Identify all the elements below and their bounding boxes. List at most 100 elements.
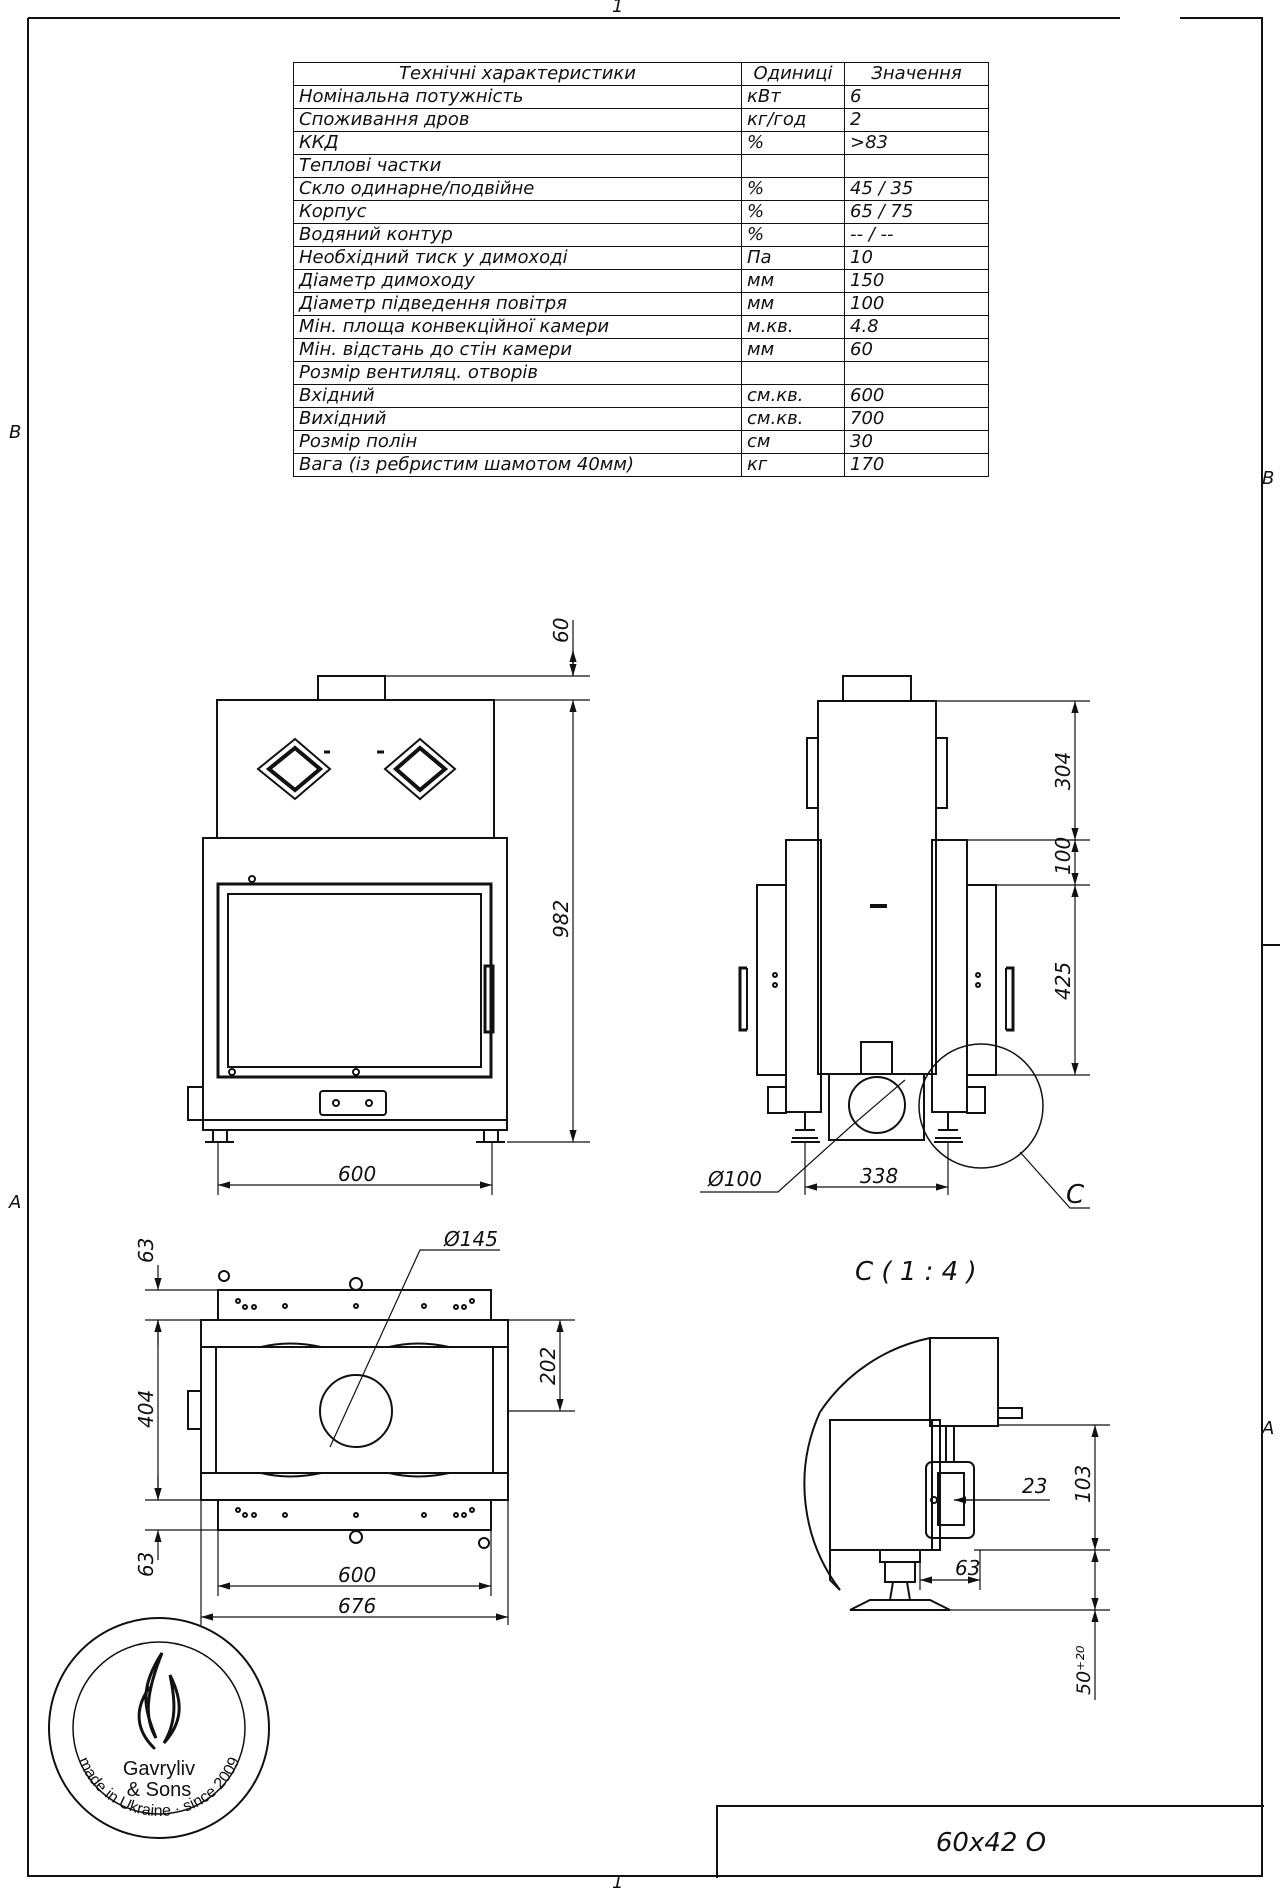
spec-cell-value: 65 / 75 [844,200,989,224]
spec-cell-unit [741,154,845,178]
spec-cell-value: 10 [844,246,989,270]
spec-cell-unit: см.кв. [741,407,845,431]
spec-cell-unit [741,361,845,385]
dim-detail-103: 103 [1071,1465,1095,1503]
side-dimensions [700,700,1090,1209]
sheet-frame [27,17,1280,1877]
spec-cell-unit: % [741,223,845,247]
detail-c-dimensions [919,1424,1110,1700]
spec-cell-value: 45 / 35 [844,177,989,201]
spec-cell-name: Необхідний тиск у димоході [293,246,742,270]
spec-cell-name: Діаметр димоходу [293,269,742,293]
dim-detail-63: 63 [955,1556,980,1580]
spec-row: Корпус%65 / 75 [293,200,989,224]
spec-cell-value: 150 [844,269,989,293]
spec-cell-name: Корпус [293,200,742,224]
spec-cell-name: Розмір полін [293,430,742,454]
spec-header-value: Значення [844,62,989,86]
dim-side-100: 100 [1051,837,1075,875]
front-dimensions [217,620,590,1195]
dim-top-flue-diameter: Ø145 [443,1227,498,1251]
brand-logo: Gavryliv & Sons made in Ukraine · since … [48,1617,270,1839]
spec-cell-name: Мін. відстань до стін камери [293,338,742,362]
spec-cell-unit: м.кв. [741,315,845,339]
top-dimensions [145,1249,575,1625]
spec-cell-unit: мм [741,292,845,316]
spec-table: Технічні характеристики Одиниці Значення… [293,62,989,477]
zone-label-top: 1 [612,0,624,17]
spec-cell-unit: кг [741,453,845,477]
spec-cell-name: Мін. площа конвекційної камери [293,315,742,339]
dim-side-304: 304 [1051,752,1075,790]
dim-top-offset-upper: 63 [134,1238,158,1263]
dim-front-top-offset: 60 [549,618,573,643]
spec-cell-value: 2 [844,108,989,132]
model-title: 60x42 O [935,1827,1047,1858]
dim-side-width: 338 [860,1164,898,1188]
spec-cell-name: Споживання дров [293,108,742,132]
spec-cell-unit: см.кв. [741,384,845,408]
spec-cell-unit: Па [741,246,845,270]
spec-cell-value: 30 [844,430,989,454]
title-block: 60x42 O [716,1805,1264,1878]
spec-row: ККД%>83 [293,131,989,155]
spec-cell-name: Скло одинарне/подвійне [293,177,742,201]
spec-cell-value: >83 [844,131,989,155]
dim-top-depth: 404 [134,1390,158,1428]
spec-row: Скло одинарне/подвійне%45 / 35 [293,177,989,201]
dim-front-height: 982 [549,900,573,938]
zone-label-left-b: B [9,422,22,443]
dim-detail-23: 23 [1022,1474,1047,1498]
top-view [187,1270,509,1549]
spec-cell-name: Розмір вентиляц. отворів [293,361,742,385]
spec-cell-value: 700 [844,407,989,431]
spec-row: Теплові частки [293,154,989,178]
detail-c-view [803,1337,1023,1611]
spec-cell-value: -- / -- [844,223,989,247]
brand-line-2: & Sons [127,1779,191,1801]
spec-header-unit: Одиниці [741,62,845,86]
dim-detail-leg: 50⁺²⁰ [1073,1645,1095,1695]
spec-row: Розмір вентиляц. отворів [293,361,989,385]
spec-cell-value: 170 [844,453,989,477]
zone-label-left-a: A [9,1192,22,1213]
spec-cell-unit: % [741,177,845,201]
spec-cell-value: 600 [844,384,989,408]
spec-cell-unit: мм [741,338,845,362]
dim-top-offset-lower: 63 [134,1552,158,1577]
spec-cell-name: Вхідний [293,384,742,408]
side-view [738,675,1044,1169]
spec-cell-value: 6 [844,85,989,109]
spec-cell-value: 60 [844,338,989,362]
spec-cell-unit: % [741,131,845,155]
spec-cell-name: Водяний контур [293,223,742,247]
spec-cell-unit: кВт [741,85,845,109]
front-view [187,675,508,1143]
spec-cell-name: Діаметр підведення повітря [293,292,742,316]
spec-cell-unit: мм [741,269,845,293]
dim-top-width-inner: 600 [338,1563,376,1587]
detail-title: C ( 1 : 4 ) [855,1257,977,1287]
spec-cell-name: Вага (із ребристим шамотом 40мм) [293,453,742,477]
spec-cell-unit: % [741,200,845,224]
spec-row: Водяний контур%-- / -- [293,223,989,247]
spec-cell-value [844,361,989,385]
dim-top-width-outer: 676 [338,1594,376,1618]
spec-cell-name: Вихідний [293,407,742,431]
zone-label-right-a: A [1262,1418,1275,1439]
dim-top-half-depth: 202 [536,1347,560,1385]
dim-side-425: 425 [1051,962,1075,1000]
spec-cell-name: Номінальна потужність [293,85,742,109]
dim-front-width: 600 [338,1162,376,1186]
dim-air-inlet-diameter: Ø100 [707,1167,762,1191]
spec-cell-name: ККД [293,131,742,155]
spec-cell-value [844,154,989,178]
